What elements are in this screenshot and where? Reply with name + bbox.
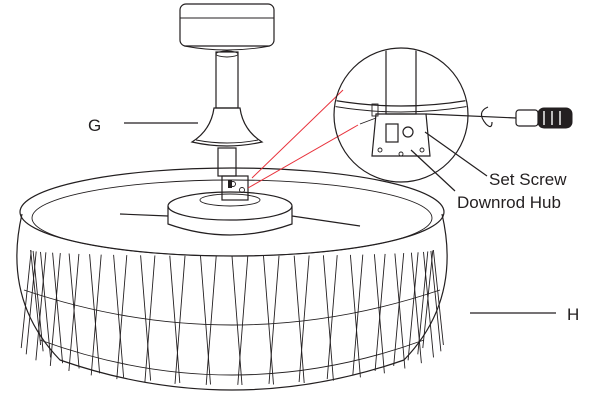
weave-strand — [20, 250, 32, 349]
weave-strand — [432, 249, 444, 346]
downrod-hub-leader-line — [410, 149, 456, 192]
weave-strand — [352, 254, 364, 376]
weave-strand — [90, 254, 102, 376]
label-h: H — [567, 305, 579, 324]
downrod — [215, 50, 239, 109]
weave-strand — [373, 254, 385, 374]
canopy-cover-g — [190, 107, 264, 147]
weave-strand — [268, 255, 280, 384]
weave-strand — [349, 254, 361, 378]
weave-strand — [326, 255, 338, 380]
weave-strand — [374, 253, 386, 372]
weave-strand — [393, 253, 405, 366]
weave-strand — [231, 255, 243, 386]
detail-circle — [333, 47, 469, 183]
leader-lines — [124, 122, 556, 314]
woven-cage-h — [16, 167, 448, 391]
detail-callout-lines — [247, 89, 359, 189]
weave-strand — [205, 255, 217, 385]
weave-strand — [174, 255, 186, 384]
weave-strand — [430, 250, 442, 352]
weave-strand — [113, 254, 125, 378]
weave-strand — [169, 255, 181, 384]
weave-strand — [293, 255, 305, 384]
weave-strand — [407, 252, 419, 361]
weave-strand — [298, 255, 310, 383]
weave-strand — [422, 250, 434, 349]
label-downrod-hub: Downrod Hub — [457, 193, 561, 212]
weave-strand — [200, 255, 211, 385]
weave-strand — [394, 253, 406, 369]
motor-housing — [167, 191, 293, 236]
weave-strand — [40, 251, 51, 358]
weave-strand — [140, 255, 152, 381]
weave-strand — [410, 252, 422, 364]
weave-strand — [25, 251, 37, 355]
weave-strand — [263, 255, 274, 385]
weave-strand — [423, 251, 434, 358]
weave-strand — [68, 253, 80, 372]
label-g: G — [88, 116, 101, 135]
weave-strand — [116, 255, 128, 380]
weave-strand — [417, 251, 429, 355]
weave-strand — [49, 253, 61, 366]
weave-strand — [322, 255, 334, 381]
weave-strand — [237, 255, 249, 385]
weave-strand — [35, 252, 47, 361]
weave-strand — [89, 254, 101, 374]
label-set-screw: Set Screw — [489, 170, 567, 189]
screwdriver-icon — [425, 106, 573, 129]
weave-strand — [52, 252, 64, 364]
canopy — [179, 3, 275, 51]
weave-strand — [144, 255, 156, 383]
